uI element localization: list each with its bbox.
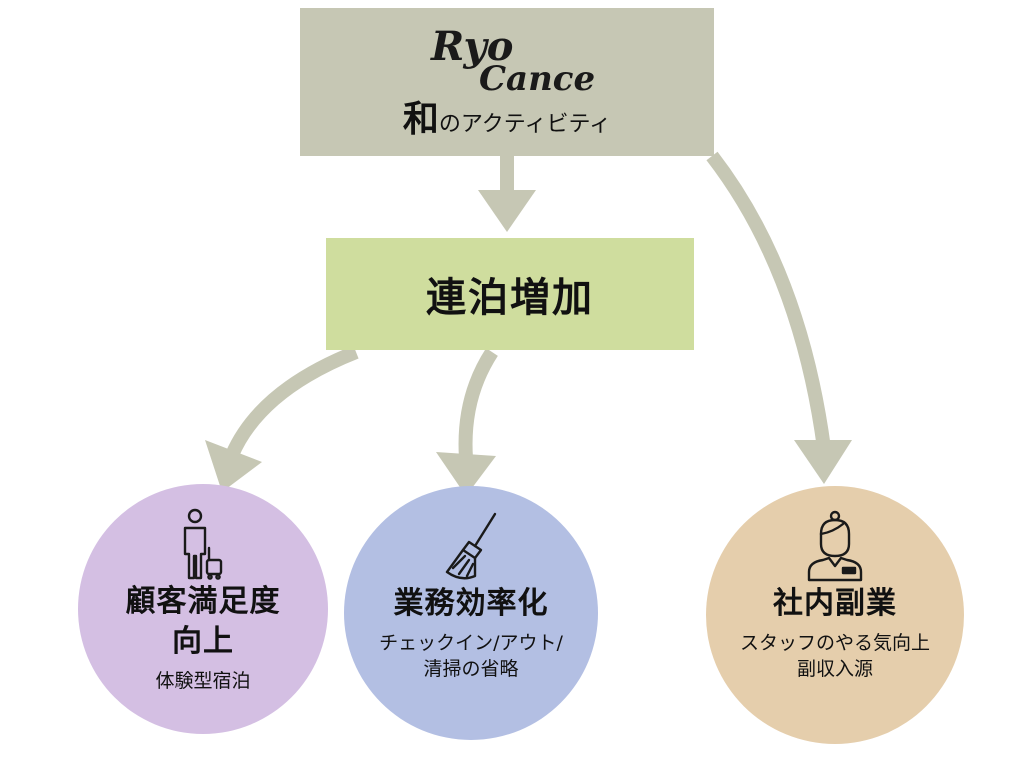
arrowhead-middle-to-center <box>436 452 496 496</box>
subtitle-rest: のアクティビティ <box>438 112 612 137</box>
circle-title-line1: 顧客満足度 <box>125 584 281 619</box>
arrow-middle-to-center <box>458 348 498 459</box>
arrow-top-to-right <box>706 151 831 449</box>
circle-subtitle-line1: チェックイン/アウト/ <box>379 632 563 654</box>
circle-title: 社内副業 <box>773 586 897 621</box>
internal-side-job-circle: 社内副業 スタッフのやる気向上 副収入源 <box>706 486 964 744</box>
circle-subtitle-line2: 副収入源 <box>796 658 873 680</box>
traveler-with-suitcase-icon <box>183 508 223 580</box>
arrow-middle-to-left <box>225 345 359 458</box>
circle-subtitle-line2: 清掃の省略 <box>423 658 519 680</box>
logo-line2: Cance <box>479 59 595 96</box>
circle-subtitle: チェックイン/アウト/ 清掃の省略 <box>379 630 563 682</box>
activity-box: Ryo Cance 和のアクティビティ <box>300 8 714 156</box>
ryocance-logo: Ryo Cance <box>430 23 595 96</box>
operational-efficiency-circle: 業務効率化 チェックイン/アウト/ 清掃の省略 <box>344 486 598 740</box>
circle-title-line2: 向上 <box>172 624 234 659</box>
circle-subtitle-line1: スタッフのやる気向上 <box>739 632 930 654</box>
circle-title: 業務効率化 <box>393 586 549 621</box>
arrowhead-top-to-right <box>794 440 852 484</box>
circle-subtitle: スタッフのやる気向上 副収入源 <box>740 630 930 682</box>
arrowhead-middle-to-left <box>205 440 262 492</box>
subtitle-kanji: 和 <box>402 99 439 140</box>
circle-subtitle: 体験型宿泊 <box>155 670 251 692</box>
consecutive-stay-label: 連泊増加 <box>426 275 594 321</box>
customer-satisfaction-circle: 顧客満足度 向上 体験型宿泊 <box>78 484 328 734</box>
activity-subtitle: 和のアクティビティ <box>403 90 611 142</box>
arrowhead-top-to-middle <box>478 190 536 232</box>
staff-person-icon <box>807 510 863 582</box>
circle-title: 顧客満足度 向上 <box>126 582 281 662</box>
consecutive-stay-box: 連泊増加 <box>326 238 694 350</box>
broom-icon <box>445 512 497 580</box>
logo-line1: Ryo <box>430 23 513 70</box>
